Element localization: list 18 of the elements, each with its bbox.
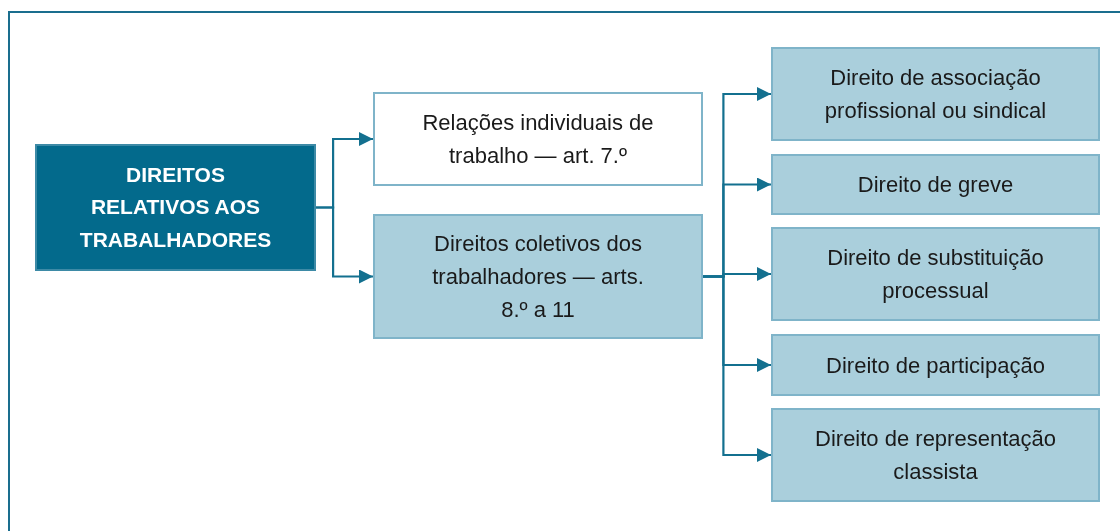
topic-box (771, 408, 1100, 502)
title-box (35, 144, 316, 271)
box-text: Direito de representação classista (814, 425, 1057, 486)
topic-box (373, 92, 703, 186)
box-text: Direito de substituição processual (826, 244, 1045, 305)
arrow (316, 206, 373, 284)
topic-box (771, 47, 1100, 141)
box-text: Direito de participação (825, 351, 1046, 380)
box-text: Direitos coletivos dos trabalhadores — arts. 8.º a 11 (431, 230, 645, 324)
box-text: DIREITOS RELATIVOS AOS TRABALHADORES (78, 161, 273, 253)
topic-box (771, 334, 1100, 396)
topic-box (771, 154, 1100, 215)
box-text: Relações individuais de trabalho — art. 7.º (421, 109, 655, 170)
topic-box (373, 214, 703, 339)
arrow (703, 275, 771, 462)
topic-box (771, 227, 1100, 321)
box-text: Direito de associação profissional ou sindical (823, 64, 1048, 125)
box-text: Direito de greve (856, 171, 1015, 199)
